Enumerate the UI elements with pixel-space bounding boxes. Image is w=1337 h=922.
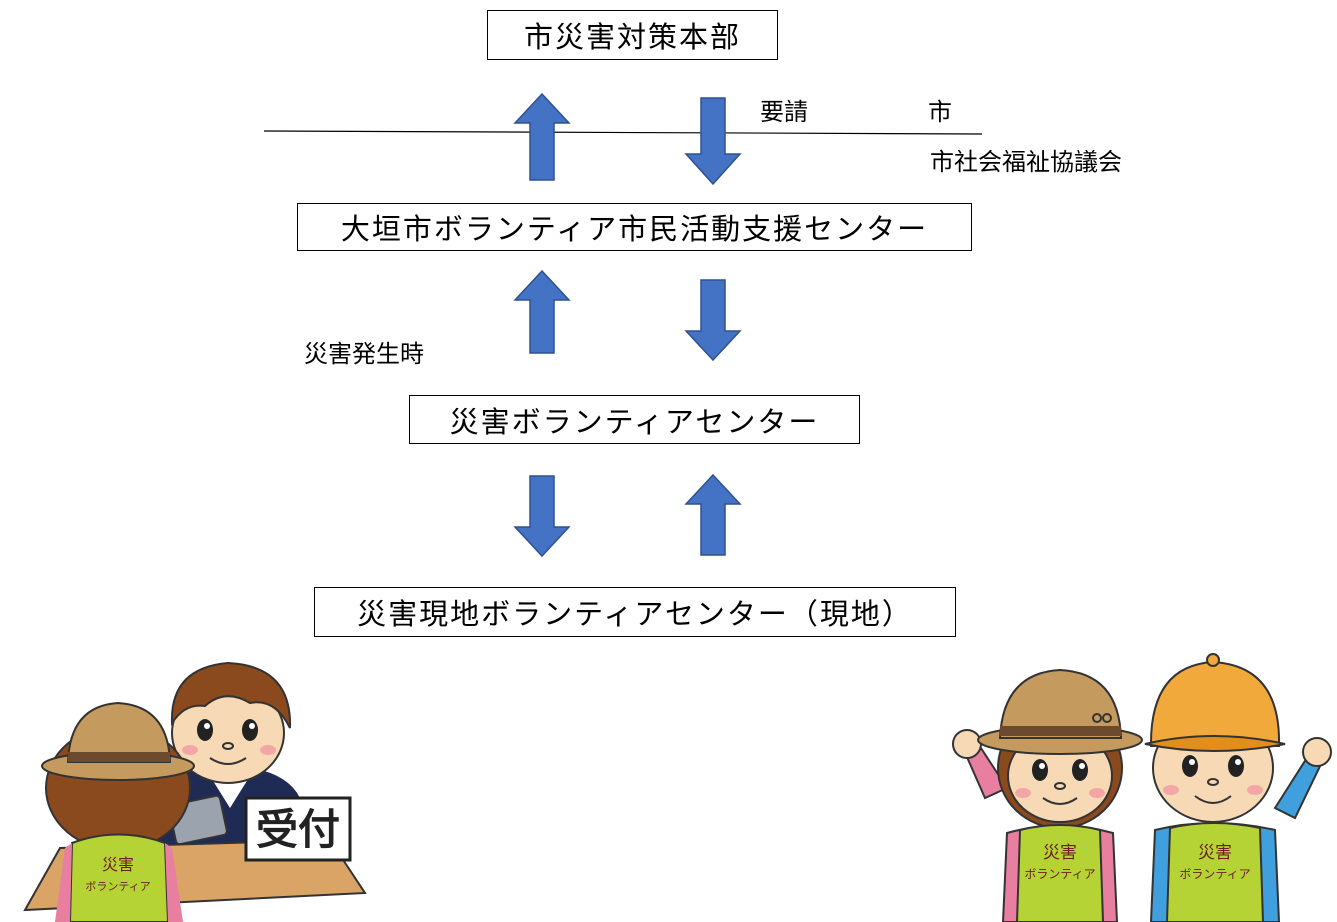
arrow-down-icon bbox=[684, 97, 742, 186]
hq-box: 市災害対策本部 bbox=[487, 10, 778, 60]
arrow-down-icon bbox=[513, 475, 571, 558]
arrow-up-icon bbox=[513, 92, 571, 181]
city-label: 市 bbox=[928, 98, 952, 126]
reception-desk-illustration: 受付 災害 ボランティア bbox=[23, 661, 367, 922]
field-volunteer-center-box: 災害現地ボランティアセンター（現地） bbox=[314, 587, 956, 637]
vest-text-line2: ボランティア bbox=[1024, 867, 1095, 881]
arrow-down-icon bbox=[684, 279, 742, 362]
field-volunteer-center-box-label: 災害現地ボランティアセンター（現地） bbox=[357, 597, 913, 631]
vest-text-line1: 災害 bbox=[1198, 843, 1232, 863]
arrow-up-icon bbox=[684, 473, 742, 556]
arrow-up-icon bbox=[513, 269, 571, 354]
on-disaster-label: 災害発生時 bbox=[304, 340, 424, 368]
support-center-box: 大垣市ボランティア市民活動支援センター bbox=[297, 203, 972, 251]
cheering-volunteers-illustration: 災害 ボランティア 災害 ボランティア bbox=[952, 653, 1332, 922]
volunteer-visitor-icon: 災害 ボランティア bbox=[41, 701, 195, 922]
disaster-volunteer-center-box-label: 災害ボランティアセンター bbox=[449, 404, 820, 439]
reception-sign-text: 受付 bbox=[256, 805, 340, 854]
vest-text-line2: ボランティア bbox=[1179, 867, 1250, 881]
hq-box-label: 市災害対策本部 bbox=[523, 20, 741, 54]
vest-text-line2: ボランティア bbox=[85, 880, 150, 893]
disaster-volunteer-center-box: 災害ボランティアセンター bbox=[409, 395, 860, 444]
volunteer-boy-icon: 災害 ボランティア bbox=[1144, 653, 1332, 922]
request-label: 要請 bbox=[760, 98, 808, 126]
volunteer-girl-icon: 災害 ボランティア bbox=[952, 668, 1143, 922]
vest-text-line1: 災害 bbox=[102, 855, 134, 874]
vest-text-line1: 災害 bbox=[1043, 843, 1077, 863]
social-welfare-council-label: 市社会福祉協議会 bbox=[930, 148, 1122, 176]
support-center-box-label: 大垣市ボランティア市民活動支援センター bbox=[340, 212, 929, 246]
